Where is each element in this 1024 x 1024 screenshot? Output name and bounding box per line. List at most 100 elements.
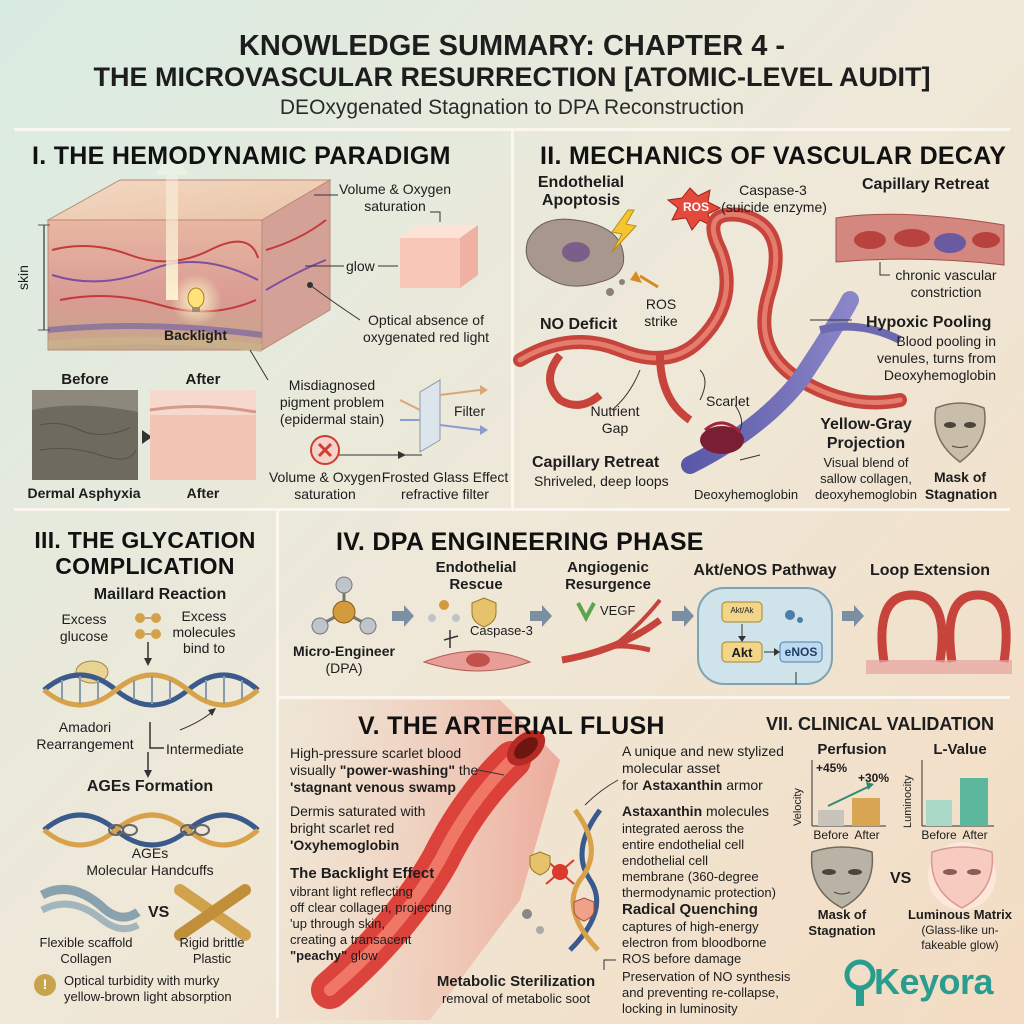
section-3-heading-1: III. THE GLYCATION [34, 527, 256, 553]
rigid-label-2: Plastic [192, 951, 232, 966]
backlight-effect-4: creating a transacent [290, 932, 412, 947]
section-4-heading: IV. DPA ENGINEERING PHASE [336, 528, 704, 556]
vol-oxy-label-2: saturation [364, 198, 426, 214]
astaxanthin-3: endothelial cell [622, 853, 709, 868]
section-5-heading: V. THE ARTERIAL FLUSH [358, 712, 665, 740]
nutrient-gap-2: Gap [601, 420, 629, 436]
hp-2a: visually [290, 762, 340, 778]
x-mark-icon [310, 435, 340, 465]
perf-after-label: After [854, 828, 880, 842]
capillary-retreat-cells [835, 213, 1005, 266]
amadori-1: Amadori [58, 719, 112, 735]
velocity-axis-label: Velocity [792, 788, 804, 826]
micro-engineer-2: (DPA) [325, 660, 363, 676]
high-pressure-2: visually "power-washing" the [290, 762, 478, 779]
unique-asset-1: A unique and new stylized [622, 743, 784, 759]
ages-formation-label: AGEs Formation [86, 778, 214, 795]
keyora-logo-icon [844, 959, 876, 1006]
excess-mol-2: molecules [172, 624, 236, 640]
akt-enos-pathway-label: Akt/eNOS Pathway [693, 562, 837, 579]
yellow-gray-2: Projection [826, 435, 906, 452]
bl-5a: "peachy" [290, 948, 348, 963]
divider-v2 [276, 508, 279, 1018]
no-deficit-label: NO Deficit [540, 316, 618, 333]
flexible-label-1: Flexible scaffold [39, 935, 133, 950]
ros-strike-1: ROS [645, 296, 677, 312]
maillard-label: Maillard Reaction [93, 586, 227, 603]
shield-icons [529, 851, 595, 922]
loop-extension-label: Loop Extension [870, 562, 990, 579]
frosted-label-1: Frosted Glass Effect [381, 469, 509, 485]
backlight-effect-1: vibrant light reflecting [290, 884, 413, 899]
excess-glucose-2: glucose [59, 628, 109, 644]
caspase-3-label: Caspase-3 [470, 623, 533, 638]
akt-small-label: Akt/Ak [730, 606, 754, 615]
ros-badge: ROS [682, 200, 709, 214]
caspase-label-2: (suicide enzyme) [721, 199, 827, 215]
yellow-gray-1: Yellow-Gray [820, 416, 912, 433]
vs-label-s7: VS [890, 870, 912, 887]
high-pressure-1: High-pressure scarlet blood [290, 745, 462, 761]
section-7-heading: VII. CLINICAL VALIDATION [766, 714, 994, 734]
mask-label-2: Stagnation [924, 486, 998, 502]
after-label: After [185, 371, 221, 388]
warning-icon [34, 974, 56, 996]
optical-turbidity-1: Optical turbidity with murky [64, 973, 220, 988]
glow-cube [400, 225, 478, 288]
divider-h2 [14, 508, 1010, 511]
luminocity-axis-label: Luminocity [902, 775, 914, 828]
mask-of-stagnation-icon [934, 402, 986, 463]
dermis-3: 'Oxyhemoglobin [290, 837, 400, 853]
endothelial-apoptosis-1: Endothelial [537, 174, 625, 191]
akt-enos-cell-diagram [697, 587, 833, 685]
angiogenic-1: Angiogenic [567, 559, 649, 576]
vol-oxy-bottom-1: Volume & Oxygen [268, 469, 382, 485]
unique-asset-3: for Astaxanthin armor [622, 777, 763, 794]
skin-label: skin [15, 265, 31, 290]
excess-mol-3: bind to [182, 640, 226, 656]
uniq-3c: armor [722, 777, 763, 793]
subtitle: DEOxygenated Stagnation to DPA Reconstru… [279, 96, 745, 119]
filter-label: Filter [454, 403, 486, 419]
yellow-gray-desc-1: Visual blend of [823, 455, 909, 470]
title-line-1: KNOWLEDGE SUMMARY: CHAPTER 4 - [238, 30, 786, 62]
astaxanthin-2: entire endothelial cell [622, 837, 745, 852]
angiogenic-icon [561, 598, 663, 664]
phase-arrows [392, 605, 864, 627]
radical-quenching-3: ROS before damage [622, 951, 742, 966]
warning-glyph: ! [42, 976, 48, 992]
frosted-glass-filter [399, 379, 488, 453]
bl-5b: glow [347, 948, 378, 963]
capillary-retreat-top: Capillary Retreat [862, 176, 990, 193]
metabolic-sterilization-heading: Metabolic Sterilization [436, 973, 596, 990]
intermediate-label: Intermediate [166, 741, 244, 757]
endothelial-rescue-1: Endothelial [435, 559, 517, 576]
skin-block-illustration [38, 150, 332, 352]
enos-label: eNOS [784, 645, 818, 659]
hypoxic-pooling-label: Hypoxic Pooling [866, 314, 992, 331]
lval-before-label: Before [921, 828, 957, 842]
dna-helix-2 [42, 812, 260, 848]
radical-quenching-1: captures of high-energy [622, 919, 759, 934]
backlight-effect-2: off clear collagen, projecting [290, 900, 452, 915]
mask-label-1: Mask of [933, 469, 987, 485]
flexible-label-2: Collagen [60, 951, 112, 966]
endothelial-rescue-2: Rescue [449, 576, 503, 593]
preservation-1: Preservation of NO synthesis [622, 969, 791, 984]
l-value-title: L-Value [933, 741, 987, 758]
dermis-2: bright scarlet red [290, 820, 395, 836]
chronic-label-2: constriction [910, 284, 982, 300]
chronic-label-1: chronic vascular [895, 267, 997, 283]
hypoxic-desc-2: venules, turns from [876, 350, 996, 366]
frosted-label-2: refractive filter [401, 486, 489, 502]
hp-2b: "power-washing" [339, 762, 455, 778]
metabolic-sterilization-desc: removal of metabolic soot [441, 991, 591, 1006]
lval-after-label: After [962, 828, 988, 842]
before-after-skin [32, 390, 257, 480]
dermis-1: Dermis saturated with [290, 803, 426, 819]
vol-oxy-bottom-2: saturation [294, 486, 356, 502]
hypoxic-desc-3: Deoxyhemoglobin [883, 367, 996, 383]
section-2-heading: II. MECHANICS OF VASCULAR DECAY [540, 142, 1007, 170]
backlight-effect-3: 'up through skin, [290, 916, 385, 931]
section-1-heading: I. THE HEMODYNAMIC PARADIGM [32, 142, 451, 170]
